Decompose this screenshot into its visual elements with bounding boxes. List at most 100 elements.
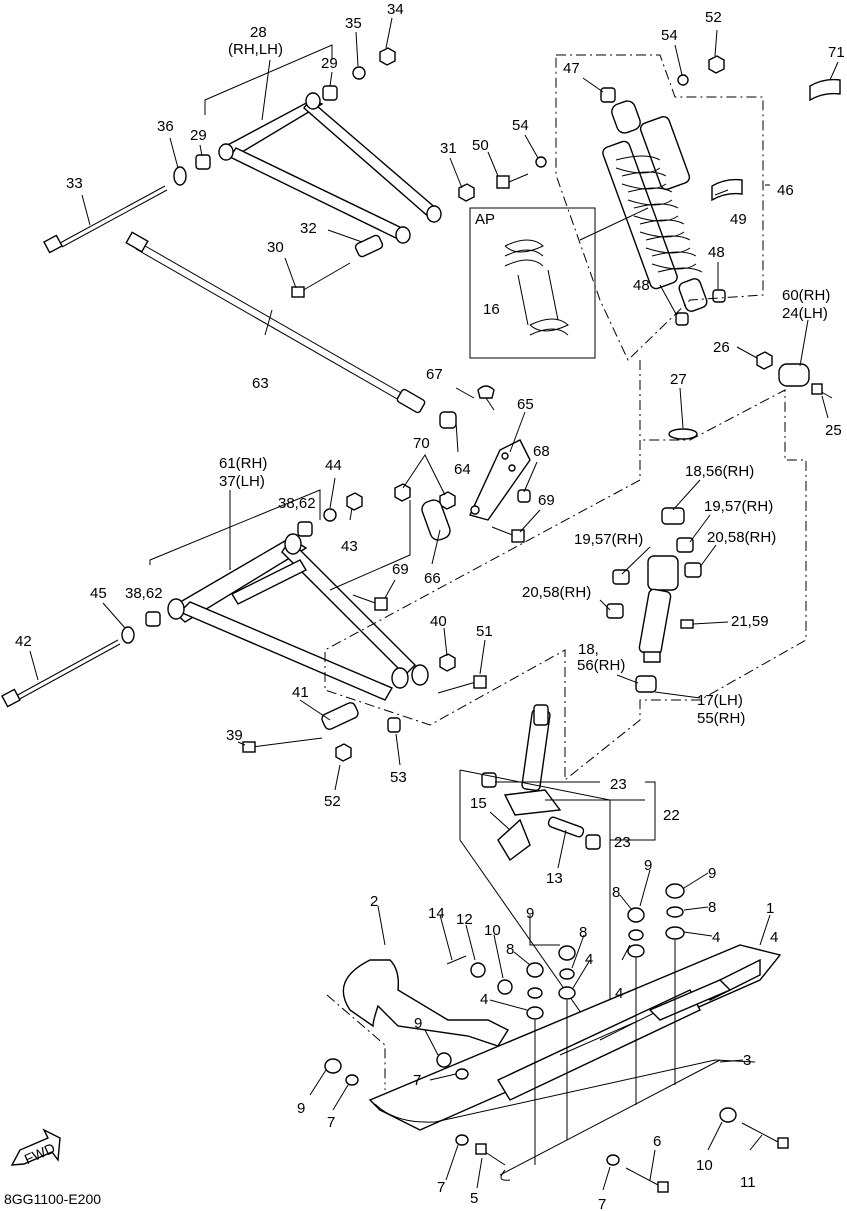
label-8b: 8: [708, 899, 716, 916]
shock-dashed-outline: [555, 54, 764, 361]
leader-lines: [29, 17, 839, 1191]
label-54b: 54: [661, 27, 678, 44]
label-65: 65: [517, 396, 534, 413]
label-21-59: 21,59: [731, 613, 769, 630]
label-29a: 29: [321, 55, 338, 72]
label-28: 28: [250, 24, 267, 41]
label-10a: 10: [484, 922, 501, 939]
label-28-rh-lh: (RH,LH): [228, 41, 283, 58]
label-15: 15: [470, 795, 487, 812]
label-4e: 4: [770, 929, 778, 946]
label-25: 25: [825, 422, 842, 439]
label-54a: 54: [512, 117, 529, 134]
label-69a: 69: [538, 492, 555, 509]
label-44: 44: [325, 457, 342, 474]
label-68: 68: [533, 443, 550, 460]
label-48a: 48: [708, 244, 725, 261]
label-70: 70: [413, 435, 430, 452]
label-71: 71: [828, 44, 845, 61]
label-13: 13: [546, 870, 563, 887]
label-7b: 7: [327, 1114, 335, 1131]
steering-link: [352, 385, 531, 611]
ap-inset: [469, 207, 596, 359]
label-7c: 7: [437, 1179, 445, 1196]
label-20-58-rh-a: 20,58(RH): [707, 529, 776, 546]
upper-arm-hardware: [43, 47, 475, 298]
label-38-62-a: 38,62: [278, 495, 316, 512]
label-17-lh: 17(LH): [697, 692, 743, 709]
diagram-code: 8GG1100-E200: [4, 1191, 101, 1207]
label-4b: 4: [615, 985, 623, 1002]
label-22: 22: [663, 807, 680, 824]
label-34: 34: [387, 1, 404, 18]
label-26: 26: [713, 339, 730, 356]
ski-handle: [342, 959, 510, 1047]
label-3: 3: [743, 1052, 751, 1069]
label-52a: 52: [705, 9, 722, 26]
label-31: 31: [440, 140, 457, 157]
label-39: 39: [226, 727, 243, 744]
label-8a: 8: [612, 884, 620, 901]
label-30: 30: [267, 239, 284, 256]
label-9b: 9: [708, 865, 716, 882]
label-11: 11: [740, 1174, 756, 1191]
label-fwd: FWD: [22, 1140, 58, 1168]
label-35: 35: [345, 15, 362, 32]
label-29b: 29: [190, 127, 207, 144]
label-2: 2: [370, 893, 378, 910]
label-61-rh: 61(RH): [219, 455, 267, 472]
spindle-dashed-outline: [324, 360, 807, 782]
lower-a-arm: [167, 533, 429, 701]
label-41: 41: [292, 684, 309, 701]
label-12: 12: [456, 911, 473, 928]
label-6: 6: [653, 1133, 661, 1150]
label-4d: 4: [480, 991, 488, 1008]
label-23b: 23: [614, 834, 631, 851]
upper-a-arm: [218, 92, 442, 244]
label-63: 63: [252, 375, 269, 392]
callout-labels: 28 (RH,LH) 35 34 29 29 36 33 31 32 30 63…: [4, 1, 845, 1211]
label-19-57-rh-b: 19,57(RH): [574, 531, 643, 548]
label-18-56-rh: 18,56(RH): [685, 463, 754, 480]
label-33: 33: [66, 175, 83, 192]
label-8d: 8: [506, 941, 514, 958]
label-50: 50: [472, 137, 489, 154]
ski: [368, 944, 782, 1131]
label-66: 66: [424, 570, 441, 587]
label-55-rh: 55(RH): [697, 710, 745, 727]
ski-column: [481, 704, 601, 862]
label-14: 14: [428, 905, 445, 922]
label-40: 40: [430, 613, 447, 630]
label-43: 43: [341, 538, 358, 555]
label-4c: 4: [585, 951, 593, 968]
label-23a: 23: [610, 776, 627, 793]
label-16: 16: [483, 301, 500, 318]
label-27: 27: [670, 371, 687, 388]
label-7a: 7: [413, 1072, 421, 1089]
label-ap: AP: [475, 211, 495, 228]
lower-arm-hardware: [1, 492, 487, 762]
label-18: 18,: [578, 641, 599, 658]
label-5: 5: [470, 1190, 478, 1207]
label-37-lh: 37(LH): [219, 473, 265, 490]
label-8c: 8: [579, 924, 587, 941]
label-48b: 48: [633, 277, 650, 294]
label-67: 67: [426, 366, 443, 383]
label-60-rh: 60(RH): [782, 287, 830, 304]
label-1: 1: [766, 900, 774, 917]
spindle: [606, 351, 833, 693]
label-46: 46: [777, 182, 794, 199]
label-9c: 9: [526, 905, 534, 922]
label-9a: 9: [644, 857, 652, 874]
label-47: 47: [563, 60, 580, 77]
label-52b: 52: [324, 793, 341, 810]
ski-dashed-outline: [326, 994, 386, 1090]
label-64: 64: [454, 461, 471, 478]
shock-absorber: [496, 55, 841, 326]
label-38-62-b: 38,62: [125, 585, 163, 602]
label-69b: 69: [392, 561, 409, 578]
ski-hardware: [324, 883, 789, 1193]
label-53: 53: [390, 769, 407, 786]
